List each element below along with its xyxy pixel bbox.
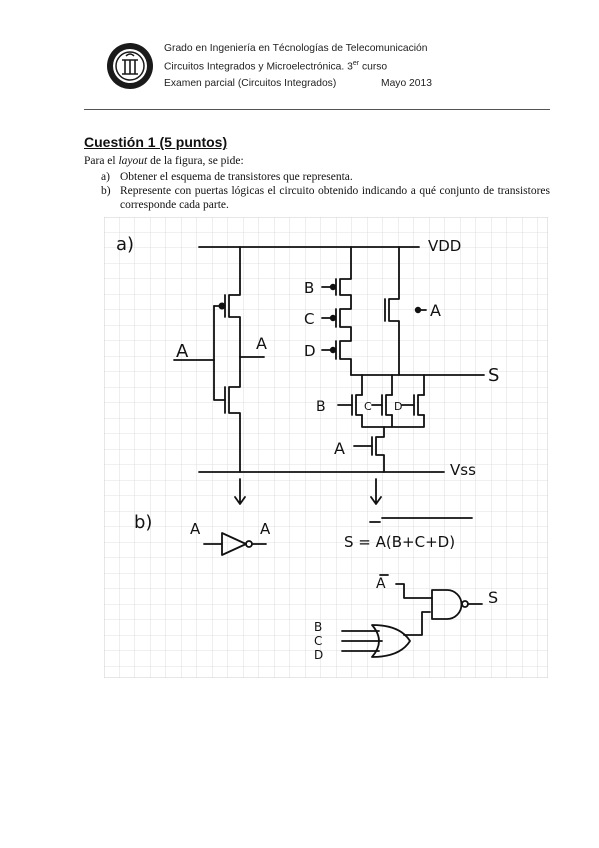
- header-course: Circuitos Integrados y Microelectrónica.…: [164, 60, 388, 73]
- header-degree: Grado en Ingeniería en Técnologías de Te…: [164, 43, 428, 54]
- label-nmos-b: B: [316, 399, 326, 415]
- university-logo: [107, 43, 153, 89]
- label-abar-3: A: [334, 439, 345, 458]
- label-nand-abar: A: [376, 576, 386, 592]
- label-nmos-d: D: [394, 400, 402, 413]
- label-equation: S = A(B+C+D): [344, 533, 455, 551]
- label-nmos-c: C: [364, 400, 372, 413]
- label-vss: Vss: [450, 461, 476, 479]
- label-nand-s: S: [488, 588, 498, 607]
- label-or-c: C: [314, 634, 322, 648]
- header-exam: Examen parcial (Circuitos Integrados): [164, 78, 337, 89]
- label-output-s: S: [488, 365, 499, 386]
- label-vdd: VDD: [428, 237, 461, 255]
- label-inv-abar: A: [260, 520, 271, 538]
- label-or-d: D: [314, 648, 323, 662]
- header-date: Mayo 2013: [381, 78, 432, 89]
- label-input-d: D: [304, 342, 316, 360]
- question-item-b: b) Represente con puertas lógicas el cir…: [101, 185, 550, 211]
- label-abar-2: A: [430, 301, 441, 320]
- schematic-wires: [173, 246, 485, 658]
- label-part-b: b): [134, 512, 152, 533]
- label-inv-a: A: [190, 520, 201, 538]
- label-input-b: B: [304, 279, 314, 297]
- label-or-b: B: [314, 620, 322, 634]
- question-intro: Para el layout de la figura, se pide:: [84, 155, 244, 167]
- label-abar-1: A: [256, 334, 267, 353]
- label-input-c: C: [304, 310, 314, 328]
- header-divider: [84, 109, 550, 110]
- circuit-figure: a) VDD Vss S A A B C D A B C D A b) A A …: [104, 217, 548, 678]
- label-part-a: a): [116, 234, 134, 255]
- label-input-a: A: [176, 341, 189, 362]
- question-item-a: a) Obtener el esquema de transistores qu…: [101, 171, 353, 183]
- question-title: Cuestión 1 (5 puntos): [84, 134, 228, 150]
